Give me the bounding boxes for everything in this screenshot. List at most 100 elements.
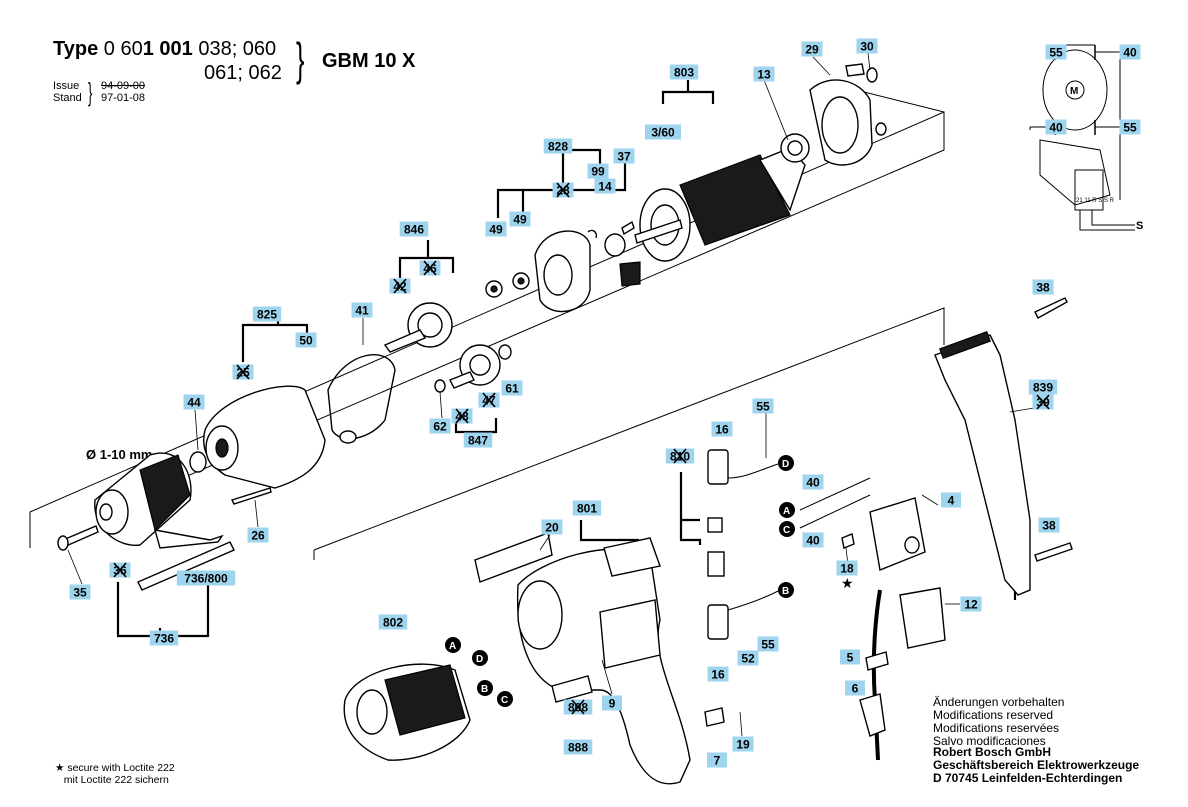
part-number: 40 [806, 534, 820, 548]
part-number: 52 [741, 652, 755, 666]
motor-symbol: M [1070, 86, 1078, 97]
part-number: 55 [1049, 46, 1063, 60]
part-number: 828 [548, 140, 568, 154]
part-number: 847 [468, 434, 488, 448]
part-number: 38 [1042, 519, 1056, 533]
part-number: 846 [404, 223, 424, 237]
obsolete-cross-mark [556, 182, 570, 198]
part-label-35: 35 [69, 584, 91, 600]
part-label-38: 38 [1038, 517, 1060, 533]
switch [799, 477, 946, 649]
part-label-44: 44 [183, 394, 205, 410]
part-label-40: 40 [802, 474, 824, 490]
switch-code: 21 11 R S S R [1076, 198, 1115, 204]
svg-text:C: C [783, 525, 790, 536]
part-label-801: 801 [572, 500, 602, 516]
part-label-6: 6 [845, 680, 865, 696]
part-number: 55 [761, 638, 775, 652]
part-label-41: 41 [351, 302, 373, 318]
note-es: Salvo modificaciones [933, 734, 1046, 748]
carbon-brushes [704, 449, 781, 727]
part-label-52: 52 [737, 650, 759, 666]
part-label-99: 99 [587, 163, 609, 179]
part-number: 26 [251, 529, 265, 543]
part-label-4: 4 [941, 492, 961, 508]
part-label-55: 55 [1119, 119, 1141, 135]
gears [383, 272, 530, 393]
part-number: 5 [847, 651, 854, 665]
obsolete-cross-mark [455, 408, 469, 424]
part-label-5: 5 [840, 649, 860, 665]
part-number: 41 [355, 304, 369, 318]
rear-handle [934, 297, 1073, 596]
loctite-note-star: ★ [55, 762, 65, 774]
part-number: 6 [852, 682, 859, 696]
part-label-40: 40 [1119, 44, 1141, 60]
obsolete-cross-mark [673, 448, 687, 464]
part-label-825: 825 [252, 306, 282, 322]
marker-a-1: A [445, 637, 461, 653]
part-number: 55 [756, 400, 770, 414]
part-label-839: 839 [1028, 379, 1058, 395]
part-number: 9 [609, 697, 616, 711]
part-label-13: 13 [753, 66, 775, 82]
intermediate-flange [534, 220, 641, 313]
wiring-diagram: M 21 11 R S S R S [1029, 44, 1143, 232]
marker-d-1: C [497, 691, 513, 707]
part-label-46: 46 [419, 260, 441, 276]
part-number: 801 [577, 502, 597, 516]
model-name: GBM 10 X [322, 50, 416, 72]
part-label-888: 888 [563, 739, 593, 755]
part-label-3-60: 3/60 [645, 124, 681, 140]
svg-text:C: C [501, 695, 508, 706]
part-label-12: 12 [960, 596, 982, 612]
chuck-size-label: Ø 1-10 mm [86, 447, 153, 462]
part-number: 44 [187, 396, 201, 410]
part-label-37: 37 [613, 148, 635, 164]
loctite-star: ★ [841, 575, 854, 591]
part-number: 12 [964, 598, 978, 612]
part-number: 61 [505, 382, 519, 396]
part-label-55: 55 [1045, 44, 1067, 60]
part-number: 40 [806, 476, 820, 490]
part-label-29: 29 [801, 41, 823, 57]
part-number: 736/800 [184, 572, 228, 586]
armature [634, 133, 810, 262]
field-coil [343, 663, 471, 761]
part-label-7: 7 [707, 752, 727, 768]
issue-label: Issue [53, 80, 80, 92]
part-label-803: 803 [669, 64, 699, 80]
part-label-16: 16 [711, 421, 733, 437]
issue-date: 94-09-00 [101, 80, 146, 92]
part-label-55: 55 [752, 398, 774, 414]
part-number: 3/60 [651, 126, 675, 140]
part-number: 40 [1123, 46, 1137, 60]
svg-text:B: B [782, 586, 789, 597]
part-label-40: 40 [1045, 119, 1067, 135]
issue-brace: } [88, 77, 93, 107]
power-cable [859, 589, 889, 761]
obsolete-cross-mark [1036, 394, 1050, 410]
svg-text:D: D [782, 459, 789, 470]
part-label-28: 28 [552, 182, 574, 198]
part-number: 38 [1036, 281, 1050, 295]
part-label-48: 48 [451, 408, 473, 424]
obsolete-cross-mark [482, 392, 496, 408]
company-block: Robert Bosch GmbH Geschäftsbereich Elekt… [933, 746, 1139, 785]
type-line-1: Type 0 601 001 038; 060 [53, 38, 277, 60]
part-label-55: 55 [757, 636, 779, 652]
part-number: 839 [1033, 381, 1053, 395]
part-number: 55 [1123, 121, 1137, 135]
part-label-38: 38 [1032, 279, 1054, 295]
obsolete-cross-mark [423, 260, 437, 276]
part-label-39: 39 [1032, 394, 1054, 410]
note-de: Änderungen vorbehalten [933, 695, 1065, 709]
part-label-20: 20 [541, 519, 563, 535]
part-label-61: 61 [501, 380, 523, 396]
rear-cover [809, 63, 887, 166]
part-number: 16 [715, 423, 729, 437]
obsolete-cross-mark [571, 699, 585, 715]
part-number: 14 [598, 180, 612, 194]
